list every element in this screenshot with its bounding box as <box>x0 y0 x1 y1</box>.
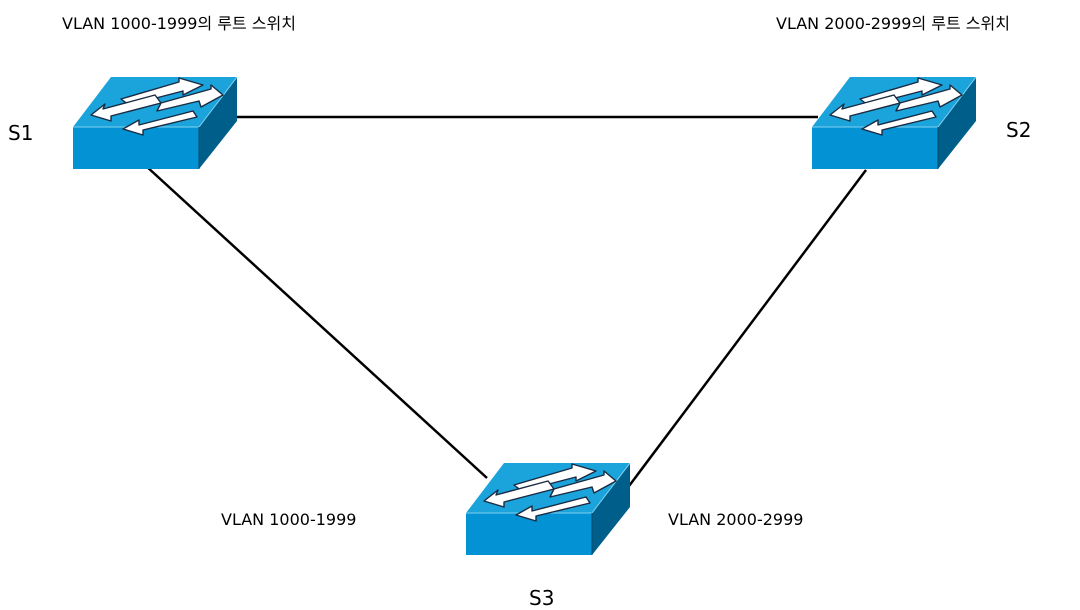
link-s2-s3 <box>625 169 867 491</box>
switch-label-s1: S1 <box>8 121 34 145</box>
link-s1-s3 <box>133 154 488 479</box>
switch-s3[interactable] <box>466 463 630 555</box>
switch-label-s3: S3 <box>529 586 555 610</box>
root-label-right: VLAN 2000-2999의 루트 스위치 <box>776 14 1010 33</box>
switch-label-s2: S2 <box>1006 118 1032 142</box>
network-switch-icon <box>73 77 237 169</box>
network-switch-icon <box>812 77 976 169</box>
link-label-s2-s3: VLAN 2000-2999 <box>668 510 804 529</box>
link-label-s1-s3: VLAN 1000-1999 <box>221 510 357 529</box>
root-label-left: VLAN 1000-1999의 루트 스위치 <box>62 14 296 33</box>
switch-s1[interactable] <box>73 77 237 169</box>
network-switch-icon <box>466 463 630 555</box>
links <box>133 115 867 491</box>
switch-s2[interactable] <box>812 77 976 169</box>
